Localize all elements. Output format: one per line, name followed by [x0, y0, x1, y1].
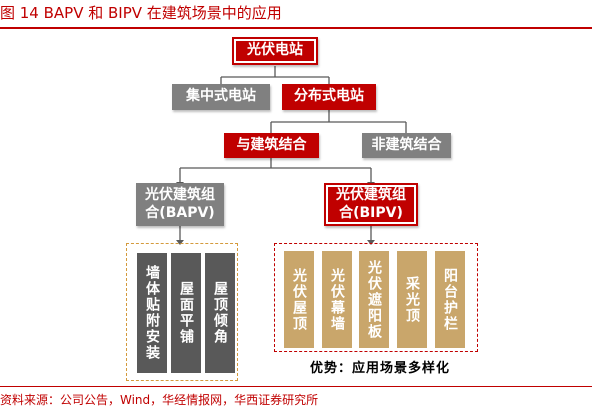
bipv-advantage-caption: 优势：应用场景多样化 — [309, 361, 450, 376]
bipv-item-pv-sunshade: 光伏遮阳板 — [359, 251, 389, 348]
bapv-item-roof-tilted: 屋顶倾角 — [205, 253, 235, 373]
bipv-item-pv-curtain-wall: 光伏幕墙 — [322, 251, 352, 348]
bipv-item-pv-roof: 光伏屋顶 — [284, 251, 314, 348]
node-bapv-label-line1: 光伏建筑组 — [145, 187, 215, 203]
bapv-item-roof-flat: 屋面平铺 — [171, 253, 201, 373]
node-distributed-station: 分布式电站 — [282, 84, 376, 110]
node-power-station: 光伏电站 — [232, 37, 318, 65]
bapv-group-frame — [126, 243, 238, 381]
source-rule — [0, 386, 592, 387]
node-bapv: 光伏建筑组 合(BAPV) — [136, 183, 224, 226]
bipv-item-balcony-rail: 阳台护栏 — [435, 251, 465, 348]
node-power-station-label: 光伏电站 — [247, 42, 303, 59]
node-bipv-label-line2: 合(BIPV) — [339, 204, 403, 221]
node-bipv: 光伏建筑组 合(BIPV) — [324, 183, 418, 226]
bapv-item-wall-attached: 墙体贴附安装 — [137, 253, 167, 373]
node-building-integrated-label: 与建筑结合 — [236, 136, 307, 153]
source-note: 资料来源：公司公告，Wind，华经情报网，华西证券研究所 — [0, 393, 319, 407]
node-centralized-station-label: 集中式电站 — [186, 88, 256, 105]
title-rule — [0, 27, 592, 29]
node-bipv-label-line1: 光伏建筑组 — [336, 187, 406, 203]
bipv-item-skylight: 采光顶 — [397, 251, 427, 348]
node-distributed-station-label: 分布式电站 — [294, 88, 364, 105]
figure-title: 图 14 BAPV 和 BIPV 在建筑场景中的应用 — [0, 4, 282, 22]
node-building-integrated: 与建筑结合 — [224, 133, 319, 158]
node-non-building: 非建筑结合 — [362, 133, 451, 158]
node-bapv-label-line2: 合(BAPV) — [145, 204, 215, 221]
bipv-group-frame — [274, 243, 478, 352]
node-non-building-label: 非建筑结合 — [371, 136, 442, 153]
node-centralized-station: 集中式电站 — [172, 84, 270, 110]
